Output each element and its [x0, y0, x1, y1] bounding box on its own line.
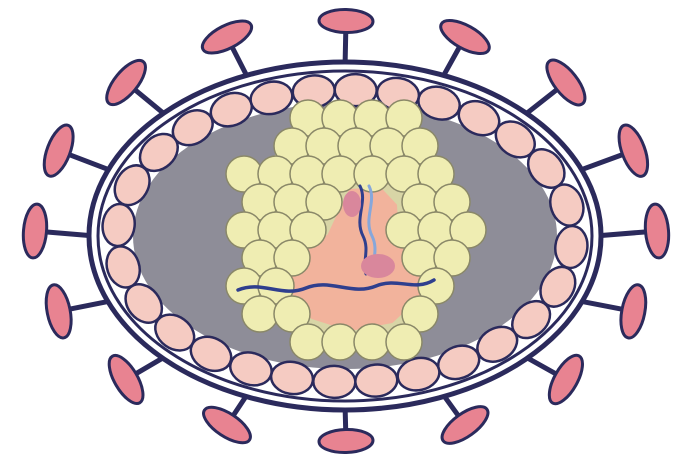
spike: [21, 203, 95, 259]
spike-head: [198, 14, 257, 59]
capsomere: [242, 296, 278, 332]
spike: [198, 14, 257, 80]
core-blob-upper: [343, 191, 361, 217]
capsomere: [386, 324, 422, 360]
spike: [436, 391, 493, 450]
spike-head: [540, 54, 591, 111]
spike: [595, 203, 671, 259]
spike: [198, 391, 256, 449]
spike: [103, 350, 169, 408]
spike: [522, 54, 592, 117]
spike-head: [42, 283, 75, 340]
core-blob-lower: [361, 254, 395, 278]
capsomere: [290, 324, 326, 360]
lipid-bead: [313, 365, 356, 398]
capsomere: [354, 324, 390, 360]
spike: [436, 14, 494, 81]
spike-head: [103, 350, 150, 408]
spike-head: [617, 283, 650, 340]
spike-head: [436, 14, 494, 60]
spike-head: [319, 9, 373, 33]
spike: [319, 9, 373, 68]
spike: [38, 121, 114, 180]
spike: [576, 121, 653, 180]
spike-head: [21, 203, 48, 259]
spike-head: [613, 121, 653, 180]
capsomere: [322, 324, 358, 360]
spike-head: [436, 400, 493, 450]
spike-head: [38, 121, 79, 180]
spike: [522, 350, 589, 408]
spike-head: [319, 429, 374, 453]
spike: [100, 54, 168, 117]
spike-head: [100, 54, 152, 110]
spike-head: [198, 401, 256, 450]
spike-head: [643, 203, 670, 259]
spike-head: [543, 350, 589, 408]
